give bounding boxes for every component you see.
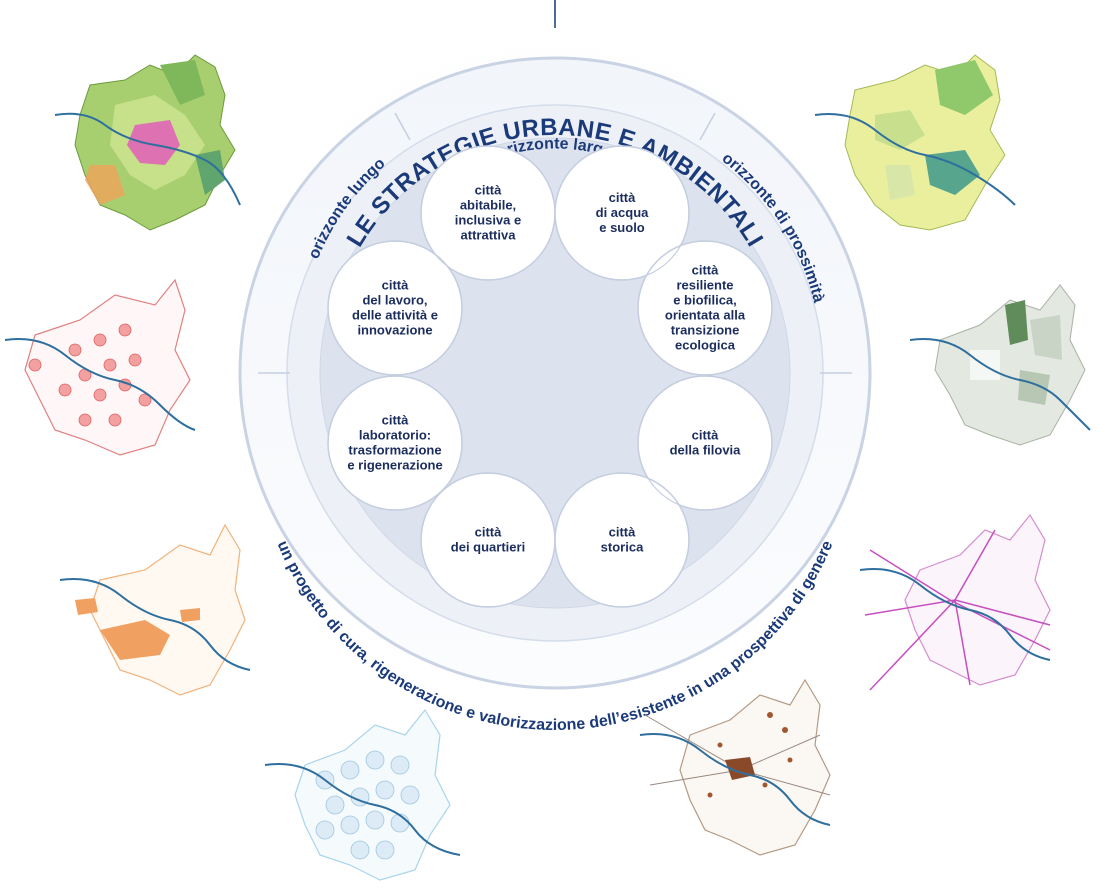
strategy-label: laboratorio: — [359, 428, 431, 443]
strategy-label: città — [382, 413, 410, 428]
strategy-label: e suolo — [599, 220, 645, 235]
ring-divider — [699, 112, 716, 141]
strategy-label: del lavoro, — [362, 293, 427, 308]
strategy-circle-outline — [554, 145, 690, 281]
strategy-label: orientata alla — [665, 308, 746, 323]
strategy-label: e biofilica, — [673, 293, 737, 308]
strategy-label: città — [692, 428, 720, 443]
strategy-label: transizione — [671, 323, 740, 338]
ring-divider — [394, 112, 411, 141]
strategy-label: città — [475, 525, 503, 540]
neighbourhoods-map — [264, 708, 461, 881]
strategy-label: delle attività e — [352, 308, 438, 323]
strategy-circle-outline — [637, 240, 773, 376]
strategy-circle-outline — [327, 375, 463, 511]
strategy-label: resiliente — [676, 278, 733, 293]
strategy-label: città — [692, 263, 720, 278]
strategy-label: abitabile, — [460, 198, 516, 213]
water-soil-map — [814, 54, 1016, 231]
strategy-circle-outline — [637, 375, 773, 511]
strategy-label: della filovia — [670, 443, 742, 458]
strategy-label: città — [609, 525, 637, 540]
strategy-label: innovazione — [357, 323, 432, 338]
strategy-label: di acqua — [596, 205, 650, 220]
strategy-circle-outline — [420, 472, 556, 608]
ecological-map — [909, 284, 1091, 446]
strategy-label: città — [609, 190, 637, 205]
strategy-label: città — [475, 183, 503, 198]
strategy-circle-outline — [327, 240, 463, 376]
strategy-label: ecologica — [675, 338, 736, 353]
strategy-label: città — [382, 278, 410, 293]
regeneration-map — [59, 523, 251, 696]
historic-city-map — [639, 678, 831, 856]
strategy-label: attrattiva — [461, 228, 517, 243]
strategy-label: e rigenerazione — [347, 458, 442, 473]
strategy-label: storica — [601, 540, 644, 555]
strategy-label: dei quartieri — [451, 540, 525, 555]
strategy-label: trasformazione — [348, 443, 441, 458]
services-map — [4, 278, 196, 456]
strategy-label: inclusiva e — [455, 213, 521, 228]
land-use-map — [54, 54, 241, 231]
filovia-map — [859, 513, 1051, 691]
